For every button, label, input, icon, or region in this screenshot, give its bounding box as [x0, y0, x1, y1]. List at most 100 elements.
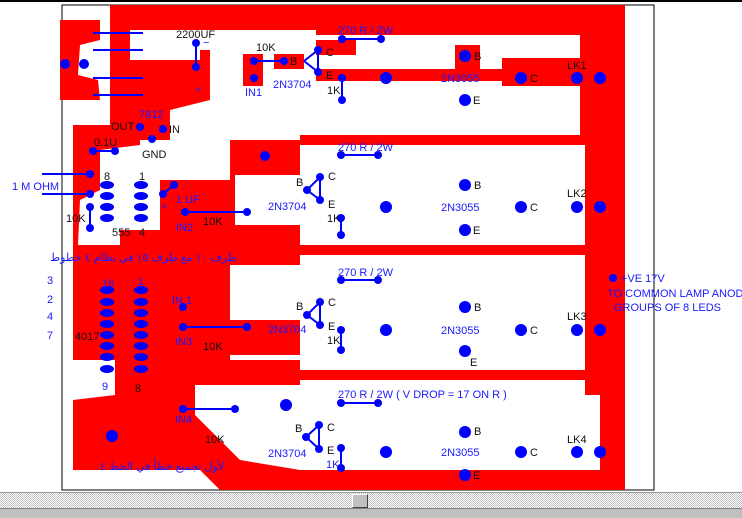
ch2-power-e: E — [473, 225, 480, 237]
ch3-pin-c: C — [328, 297, 336, 309]
cap-1uf-plus: + — [161, 201, 167, 213]
ic555-pin8: 8 — [104, 171, 110, 183]
ch2-emitter-resistor: 1K — [327, 213, 341, 225]
ch4-power-transistor: 2N3055 — [441, 447, 480, 459]
output-label-3: 3 — [47, 275, 53, 287]
cap-2200uf-label: 2200UF — [176, 29, 215, 41]
resistor-1mohm-label: 1 M OHM — [12, 181, 59, 193]
ic4017-label: 4017 — [75, 331, 99, 343]
ic555-label: 555 — [112, 227, 130, 239]
reg-in-label: IN — [169, 124, 180, 136]
ch4-power-e: E — [473, 470, 480, 482]
ch3-input: IN3 — [175, 336, 192, 348]
ch4-power-b: B — [474, 426, 481, 438]
ch1-base-resistor: 10K — [256, 42, 276, 54]
ch2-pin-e: E — [328, 199, 335, 211]
ch1-input: IN1 — [245, 87, 262, 99]
ch4-pin-c: C — [327, 422, 335, 434]
copper-traces — [60, 5, 625, 490]
ch3-power-c: C — [530, 325, 538, 337]
ch3-power-transistor: 2N3055 — [441, 325, 480, 337]
ch3-emitter-resistor: 1K — [327, 335, 341, 347]
channel-2: 10K IN2 2N3704 B C E 270 R / 2W 1K 2N305… — [176, 142, 587, 237]
output-label-7: 7 — [47, 330, 53, 342]
ic4017-pin8: 8 — [135, 383, 141, 395]
ch3-pin-e: E — [328, 321, 335, 333]
ch4-link: LK4 — [567, 434, 587, 446]
status-bar — [0, 508, 742, 518]
ch1-power-transistor: 2N3055 — [441, 73, 480, 85]
ch4-pin-b: B — [295, 423, 302, 435]
ic4017-pin16: 16 — [102, 278, 114, 290]
ch1-load-resistor: 270 R / 2W — [338, 25, 394, 37]
ch2-pin-b: B — [296, 177, 303, 189]
ch2-base-resistor: 10K — [203, 216, 223, 228]
ch2-driver: 2N3704 — [268, 201, 307, 213]
output-label-4: 4 — [47, 311, 53, 323]
ch2-input: IN2 — [176, 222, 193, 234]
ic4017-pin9: 9 — [102, 381, 108, 393]
ch1-power-e: E — [473, 95, 480, 107]
cap-1uf-label: 1 UF — [176, 194, 200, 206]
ch3-driver: 2N3704 — [268, 324, 307, 336]
ic-pads — [100, 181, 148, 373]
channel-gaps — [215, 35, 580, 100]
ch2-link: LK2 — [567, 188, 587, 200]
channel-1-copper — [230, 30, 582, 109]
cap-plus-label: + — [195, 84, 201, 96]
copper-pad-input — [60, 20, 100, 100]
channel-4: 10K IN4 2N3704 B C E 270 R / 2W ( V DROP… — [175, 389, 587, 482]
copper-ground-plane — [110, 5, 625, 490]
ch1-power-b: B — [474, 51, 481, 63]
resistor-10k-timer-label: 10K — [66, 213, 86, 225]
pcb-board: 2200UF − + 7812 OUT IN GND 0.1U 8 1 555 … — [12, 4, 742, 491]
horizontal-scrollbar[interactable] — [0, 492, 742, 509]
channel-3: 10K IN3 2N3704 B C E 270 R / 2W 1K 2N305… — [175, 267, 587, 369]
ch3-base-resistor: 10K — [203, 341, 223, 353]
ch1-emitter-resistor: 1K — [327, 85, 341, 97]
ic555-pin4: 4 — [139, 227, 145, 239]
ch4-pin-e: E — [327, 445, 334, 457]
ch4-power-c: C — [530, 447, 538, 459]
ch2-power-b: B — [474, 180, 481, 192]
ch2-pin-c: C — [328, 171, 336, 183]
scrollbar-thumb[interactable] — [352, 494, 368, 508]
output-label-2: 2 — [47, 294, 53, 306]
ch4-emitter-resistor: 1K — [326, 459, 340, 471]
ch3-link: LK3 — [567, 311, 587, 323]
ic555-pin1: 1 — [139, 171, 145, 183]
in1-alt-label: IN 1 — [172, 295, 192, 307]
pads — [60, 35, 617, 481]
ch1-link: LK1 — [567, 60, 587, 72]
supply-line-3: GROUPS OF 8 LEDS — [614, 302, 721, 314]
ch1-pin-c: C — [326, 47, 334, 59]
ch4-input: IN4 — [175, 414, 192, 426]
cap-minus-label: − — [203, 37, 209, 49]
arabic-note-bottom: لأول تجميع خطأ في الخط ٤ — [100, 459, 224, 473]
ch4-load-resistor: 270 R / 2W ( V DROP = 17 ON R ) — [338, 389, 507, 401]
ch3-power-b: B — [474, 302, 481, 314]
ch4-base-resistor: 10K — [205, 434, 225, 446]
ch3-load-resistor: 270 R / 2W — [338, 267, 394, 279]
supply-line-2: TO COMMON LAMP ANODE — [607, 288, 742, 300]
ch2-power-c: C — [530, 202, 538, 214]
channel-1: 10K IN1 2N3704 B C E 270 R / 2W 1K 2N305… — [245, 25, 587, 107]
decoupling-cap-label: 0.1U — [94, 137, 117, 149]
window-top-border — [0, 0, 742, 2]
regulator-label: 7812 — [139, 109, 163, 121]
reg-out-label: OUT — [111, 121, 135, 133]
ch1-power-c: C — [530, 73, 538, 85]
ch2-power-transistor: 2N3055 — [441, 202, 480, 214]
copper-logic-area — [73, 125, 600, 490]
arabic-note-top: طرف ١٠ مع طرف ١٥ في نظام ٤ خطوط — [50, 252, 237, 264]
ic4017-pin1: 1 — [138, 276, 144, 288]
ch1-pin-e: E — [326, 70, 333, 82]
ch1-pin-b: B — [290, 56, 297, 68]
ch1-driver: 2N3704 — [273, 79, 312, 91]
reg-gnd-label: GND — [142, 149, 167, 161]
supply-line-1: +VE 17V — [621, 273, 665, 285]
ch3-pin-b: B — [296, 301, 303, 313]
ch2-load-resistor: 270 R / 2W — [338, 142, 394, 154]
ch4-driver: 2N3704 — [268, 448, 307, 460]
ch3-power-e: E — [470, 357, 477, 369]
